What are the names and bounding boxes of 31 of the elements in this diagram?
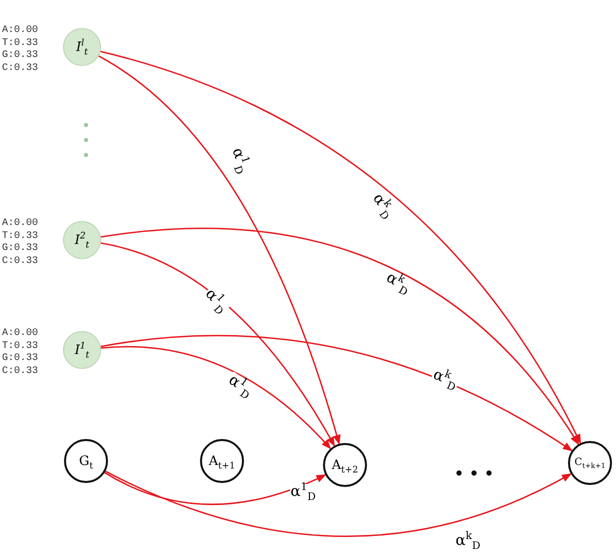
- probability-text: C:0.33: [2, 256, 38, 268]
- circle-node: [323, 443, 367, 487]
- probability-text: T:0.33: [2, 38, 38, 50]
- node-label: C$_{t+k+1}$: [574, 458, 606, 468]
- probability-text: A:0.00: [2, 25, 38, 38]
- probability-text: G:0.33: [2, 50, 38, 62]
- node-label: A$_{t+1}$: [208, 454, 236, 468]
- arrow: [104, 472, 326, 506]
- arrow: [98, 55, 340, 445]
- arrow: [100, 334, 573, 452]
- probability-text: G:0.33: [2, 243, 38, 256]
- circle-node: [63, 28, 101, 66]
- probability-text: A:0.00: [2, 218, 38, 230]
- arrow: [100, 228, 580, 446]
- node-label: A$_{t+2}$: [332, 458, 358, 472]
- arrow: [105, 470, 572, 537]
- probability-text: C:0.33: [2, 366, 38, 378]
- circle-node: [63, 331, 101, 369]
- circle-node: [568, 441, 612, 485]
- probability-text: T:0.33: [2, 230, 38, 243]
- probability-text: T:0.33: [2, 340, 38, 353]
- circle-node: [64, 439, 108, 483]
- circle-node: [200, 439, 244, 483]
- probability-text: G:0.33: [2, 353, 38, 366]
- arrow: [100, 346, 332, 450]
- probability-text: A:0.00: [2, 328, 38, 340]
- node-label: G$_{t}$: [78, 454, 94, 468]
- arrow: [100, 50, 582, 444]
- circle-node: [63, 221, 101, 259]
- probability-text: C:0.33: [2, 62, 38, 75]
- arrow: [100, 242, 335, 447]
